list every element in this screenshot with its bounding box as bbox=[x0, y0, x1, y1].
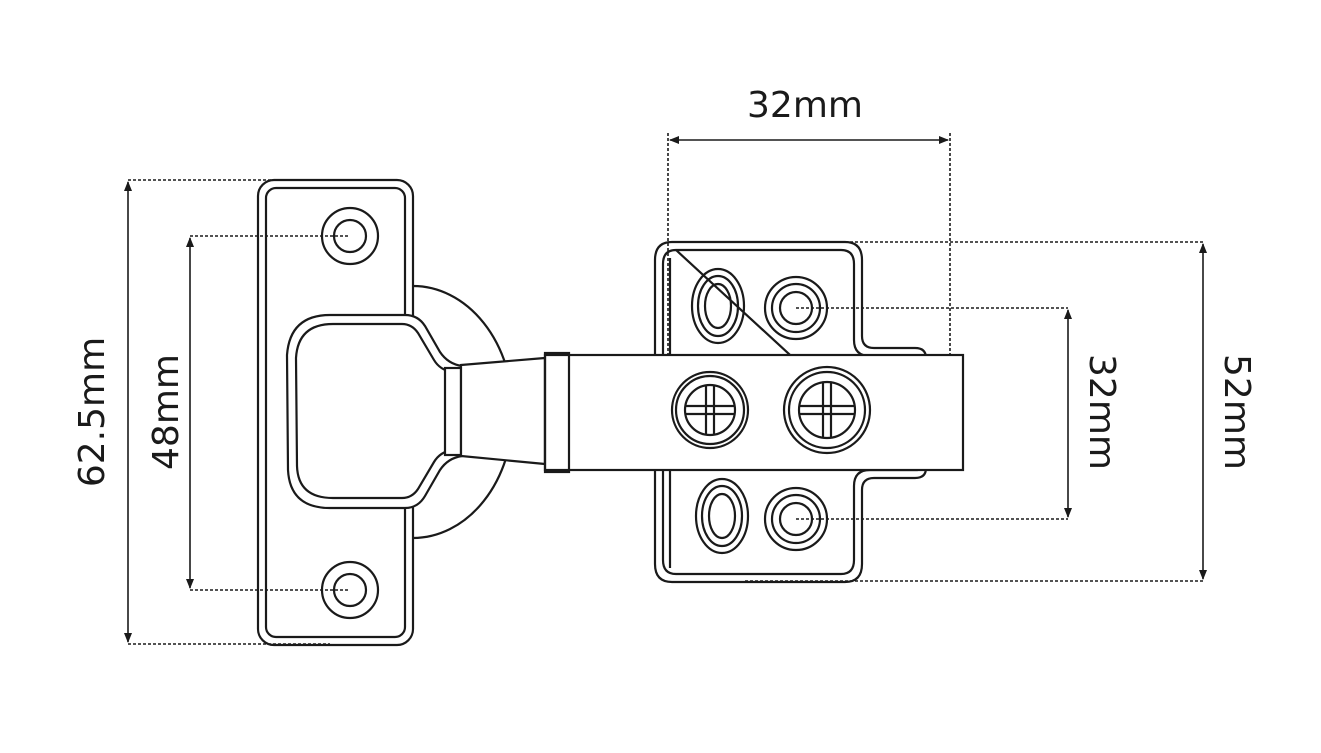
dimension-label-base-hole-spacing: 32mm bbox=[1081, 354, 1122, 470]
dimension-base-hole-spacing: 32mm bbox=[796, 307, 1122, 520]
dimension-plate-hole-spacing: 48mm bbox=[146, 235, 350, 591]
dimension-label-plate-hole-spacing: 48mm bbox=[146, 354, 187, 470]
dimension-label-top-width: 32mm bbox=[747, 85, 863, 126]
dimension-base-height: 52mm bbox=[745, 241, 1257, 582]
adjustment-screw-left bbox=[670, 370, 750, 450]
cup-plate bbox=[256, 178, 515, 647]
cup-body bbox=[285, 313, 464, 510]
dimension-label-base-height: 52mm bbox=[1216, 354, 1257, 470]
arm-bar bbox=[543, 351, 965, 474]
hinge-arm bbox=[459, 356, 547, 466]
dimension-label-plate-height: 62.5mm bbox=[72, 337, 113, 487]
adjust-slot-top bbox=[690, 267, 746, 345]
adjust-slot-bottom bbox=[694, 477, 750, 555]
dimension-plate-height: 62.5mm bbox=[72, 179, 330, 645]
base-hole-bottom bbox=[763, 486, 829, 552]
dimension-top-width: 32mm bbox=[667, 85, 951, 355]
adjustment-screw-right bbox=[782, 365, 872, 455]
